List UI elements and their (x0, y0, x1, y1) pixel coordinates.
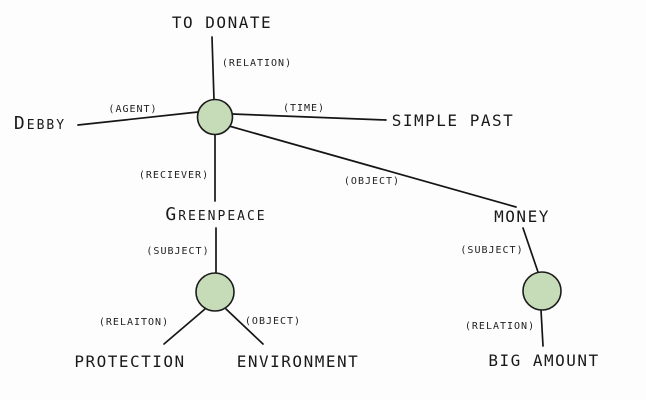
hub-node-money (522, 271, 562, 311)
edge-relation-main (211, 36, 215, 101)
edge-label-object-environment: (OBJECT) (244, 316, 302, 327)
term-environment: ENVIRONMENT (236, 352, 360, 371)
term-protection: PROTECTION (74, 352, 186, 371)
hub-node-main (196, 98, 234, 136)
term-to-donate: TO DONATE (171, 13, 273, 32)
edge-label-time: (TIME) (282, 103, 326, 114)
edge-object-main (228, 125, 517, 208)
edge-subject-money (522, 227, 539, 273)
edge-label-relaiton-protection: (RELAITON) (98, 317, 170, 328)
term-debby: DEBBY (13, 113, 67, 134)
edge-label-relation-main: (RELATION) (221, 58, 293, 69)
hub-node-greenpeace (195, 272, 235, 312)
edge-label-subject-money: (SUBJECT) (460, 245, 524, 256)
edge-object-environment (225, 308, 264, 345)
edge-label-agent: (AGENT) (108, 104, 158, 115)
edge-time (231, 113, 387, 121)
edge-label-reciever: (RECIEVER) (138, 170, 210, 181)
term-greenpeace: GREENPEACE (165, 204, 267, 225)
edge-label-subject-greenpeace: (SUBJECT) (146, 246, 210, 257)
edge-label-object-main: (OBJECT) (343, 176, 401, 187)
term-money: MONEY (494, 207, 550, 226)
term-big-amount: BIG AMOUNT (488, 351, 600, 370)
edge-label-relation-big-amount: (RELATION) (464, 321, 536, 332)
edge-relaiton-protection (163, 308, 206, 345)
edge-agent (77, 111, 199, 126)
edge-relation-big-amount (540, 309, 544, 347)
term-simple-past: SIMPLE PAST (391, 111, 515, 130)
